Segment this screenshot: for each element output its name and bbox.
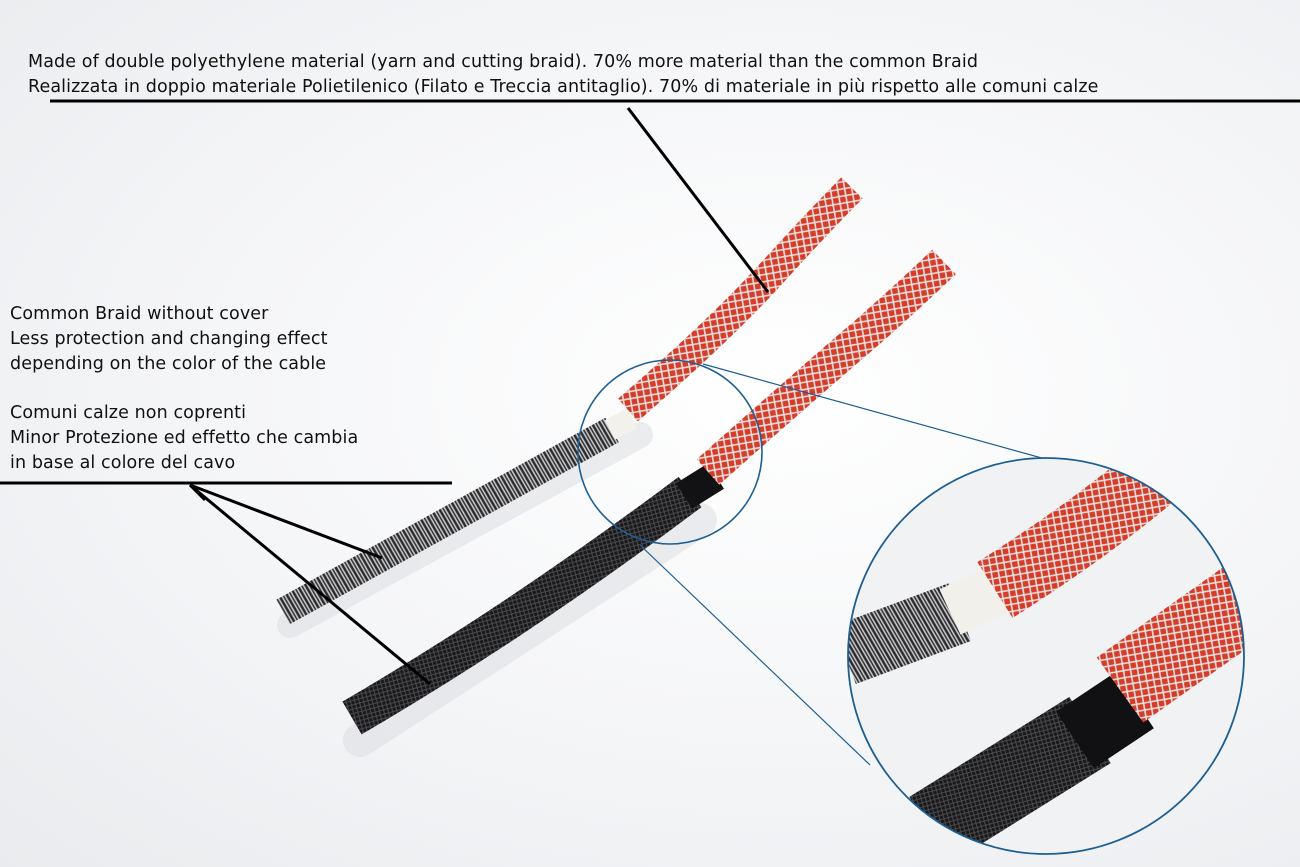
left-annotation-en-line3: depending on the color of the cable bbox=[10, 354, 327, 374]
top-annotation-line-it: Realizzata in doppio materiale Polietile… bbox=[28, 77, 1099, 97]
zoom-connector-top bbox=[702, 363, 1086, 471]
left-annotation-it-line2: Minor Protezione ed effetto che cambia bbox=[10, 428, 359, 448]
zoom-connector-bottom bbox=[639, 544, 871, 766]
leader-lines bbox=[0, 99, 1300, 686]
detail-marker-circle bbox=[577, 359, 763, 545]
cable-double-braid bbox=[342, 249, 956, 735]
cable-common-braid bbox=[276, 177, 863, 625]
top-annotation-line-en: Made of double polyethylene material (ya… bbox=[28, 52, 979, 72]
left-annotation-it-line3: in base al colore del cavo bbox=[10, 453, 236, 473]
left-annotation-en: Common Braid without cover Less protecti… bbox=[10, 302, 328, 377]
left-annotation-it: Comuni calze non coprenti Minor Protezio… bbox=[10, 401, 358, 476]
top-annotation: Made of double polyethylene material (ya… bbox=[28, 50, 1099, 100]
left-annotation-it-line1: Comuni calze non coprenti bbox=[10, 403, 247, 423]
left-annotation-en-line2: Less protection and changing effect bbox=[10, 329, 328, 349]
left-annotation-en-line1: Common Braid without cover bbox=[10, 304, 269, 324]
zoom-detail bbox=[847, 457, 1245, 855]
